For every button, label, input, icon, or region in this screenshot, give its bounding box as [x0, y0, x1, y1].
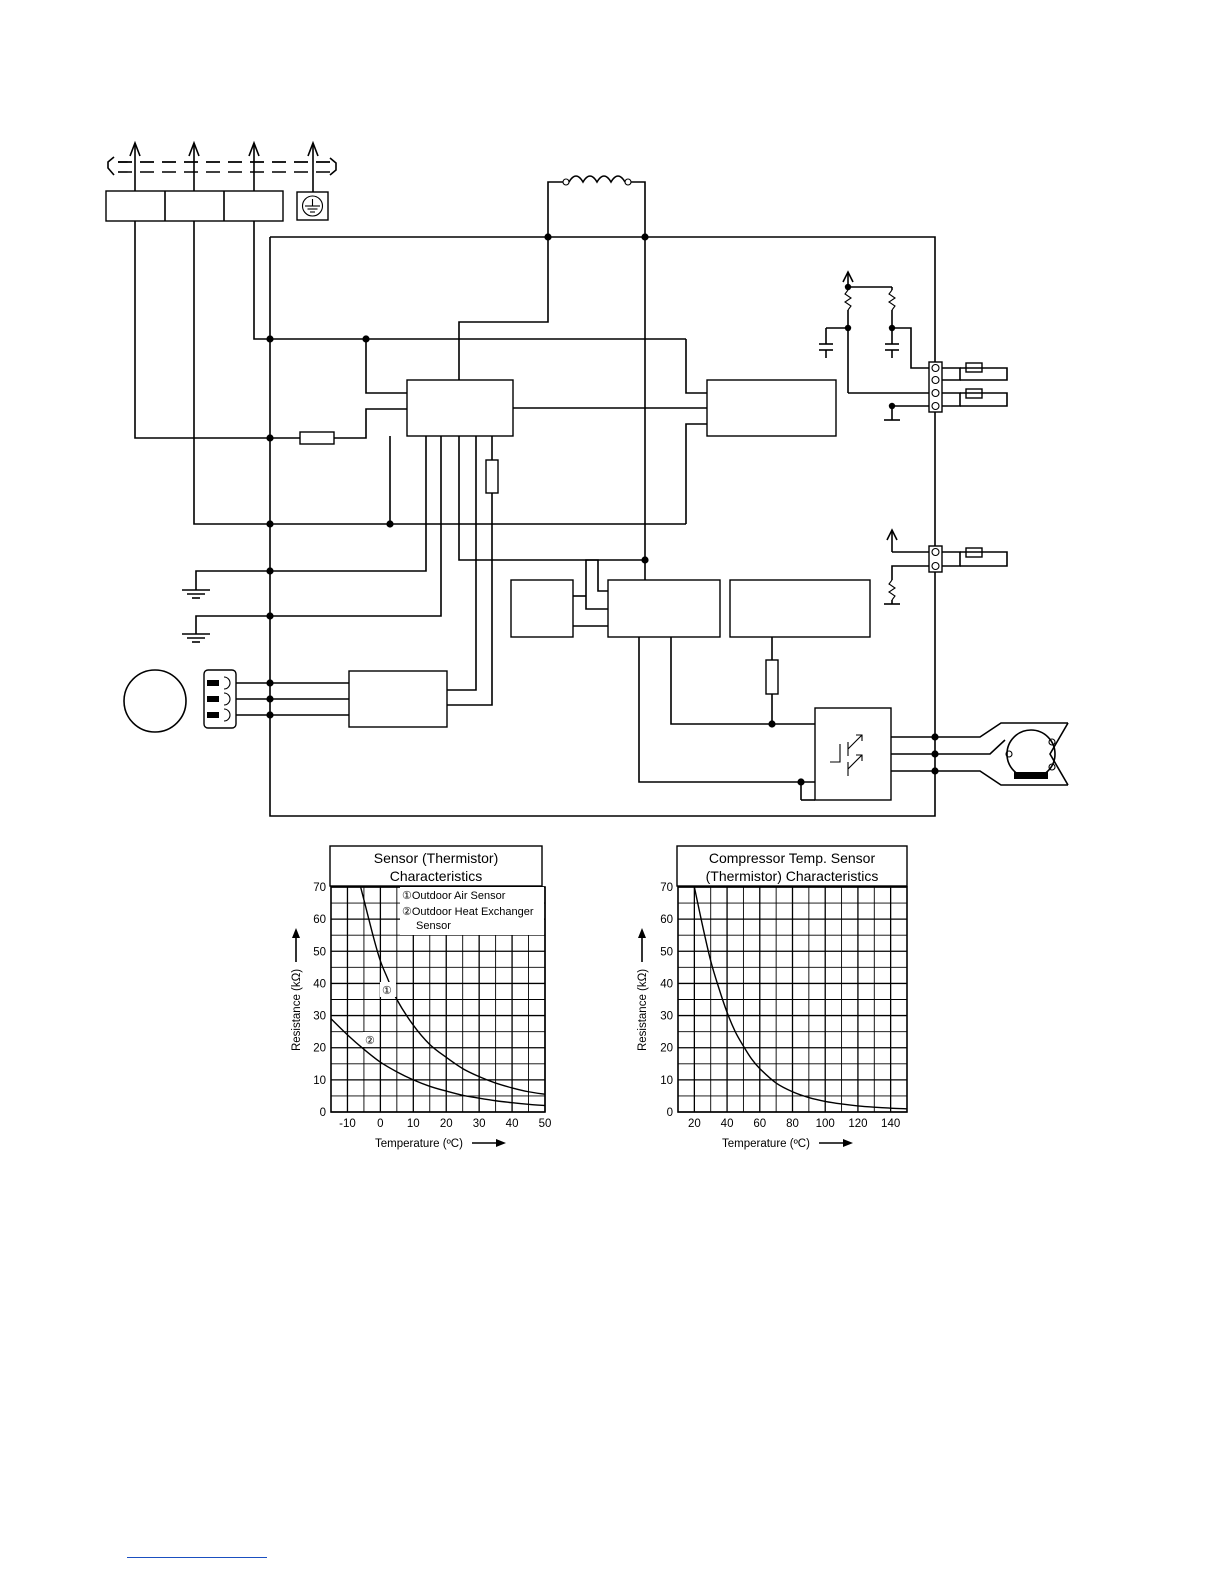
supply-wires	[134, 221, 270, 525]
chart1-ticks: -10 0 10 20 30 40 50 0 10 20 30 40 50 60 70	[313, 882, 551, 1130]
chart2-xtick-label: 100	[816, 1118, 835, 1130]
chart1-xtick-label: 0	[377, 1118, 383, 1130]
chart1-legend-1: ①Outdoor Air Sensor	[402, 890, 506, 902]
chart1-title-line2: Characteristics	[390, 868, 483, 884]
chart2-ytick-label: 40	[660, 978, 673, 990]
chart1-ylabel-arrow	[292, 928, 300, 962]
compressor-thermistor-chart: Compressor Temp. Sensor (Thermistor) Cha…	[637, 845, 908, 1150]
chart2-ylabel: Resistance (kΩ)	[637, 969, 649, 1051]
chart2-xlabel: Temperature (ºC)	[722, 1138, 810, 1150]
chart1-legend-bg	[400, 887, 544, 935]
footer-rule	[127, 1557, 267, 1558]
power-wiring	[638, 637, 935, 801]
chart2-ytick-label: 60	[660, 914, 673, 926]
chart2-ytick-label: 10	[660, 1075, 673, 1087]
chart2-xtick-label: 60	[753, 1118, 766, 1130]
chart1-ylabel: Resistance (kΩ)	[291, 969, 303, 1051]
compressor-sensor-circuit	[884, 528, 1008, 605]
chart1-series-outdoor-air	[359, 886, 546, 1096]
module-center	[607, 579, 721, 638]
chart2-ytick-label: 20	[660, 1043, 673, 1055]
chart2-plot-frame	[677, 886, 908, 1113]
module-small	[510, 579, 574, 638]
chart1-xlabel: Temperature (ºC)	[375, 1138, 463, 1150]
chart1-xtick-label: 20	[440, 1118, 453, 1130]
chart1-ytick-label: 60	[313, 914, 326, 926]
chart2-title-line2: (Thermistor) Characteristics	[706, 868, 879, 884]
module-right	[706, 379, 837, 437]
chart2-xtick-label: 80	[786, 1118, 799, 1130]
chart2-ylabel-arrow	[638, 928, 646, 962]
chart2-ytick-label: 0	[667, 1107, 673, 1119]
control-module	[406, 379, 514, 437]
power-module	[814, 707, 892, 801]
chart2-title-box	[676, 845, 908, 887]
reactor-coil-icon	[547, 175, 646, 237]
chart2-ticks: 20 40 60 80 100 120 140 0 10 20 30 40 50 60 70	[660, 882, 900, 1130]
chart1-title-line1: Sensor (Thermistor)	[374, 850, 498, 866]
chart1-ytick-label: 30	[313, 1011, 326, 1023]
resistor-icon	[765, 659, 779, 695]
chart2-series-compressor	[693, 886, 908, 1110]
fuse-icon	[299, 431, 335, 445]
cable-arrows	[129, 140, 319, 192]
power-cable-bracket	[107, 156, 337, 176]
ground-icon	[182, 615, 270, 643]
chart2-xlabel-arrow	[819, 1139, 853, 1147]
chart1-title-box	[329, 845, 543, 887]
chart1-legend-2: ②Outdoor Heat Exchanger	[402, 906, 534, 918]
resistor-icon	[485, 459, 499, 494]
chart1-ytick-label: 50	[313, 946, 326, 958]
chart2-xtick-label: 20	[688, 1118, 701, 1130]
chart1-series-heat-exchanger	[330, 1018, 546, 1107]
chart1-xtick-label: 50	[539, 1118, 552, 1130]
chart1-ytick-label: 40	[313, 978, 326, 990]
compressor-icon	[935, 722, 1069, 786]
chart1-legend-2-cont: Sensor	[416, 920, 451, 932]
chart1-xlabel-arrow	[472, 1139, 506, 1147]
chart2-xtick-label: 140	[881, 1118, 900, 1130]
chart2-grid	[677, 886, 908, 1113]
chart1-ytick-label: 70	[313, 882, 326, 894]
fan-motor-icon	[123, 669, 349, 733]
chart1-ytick-label: 10	[313, 1075, 326, 1087]
chart2-xtick-label: 40	[721, 1118, 734, 1130]
chart2-xtick-label: 120	[848, 1118, 867, 1130]
fan-driver-module	[348, 670, 448, 728]
pcb-outline	[269, 236, 936, 817]
outdoor-unit-wiring-diagram	[105, 140, 1069, 817]
junction-dots	[266, 233, 939, 786]
chart1-xtick-label: 30	[473, 1118, 486, 1130]
chart1-xtick-label: -10	[339, 1118, 356, 1130]
earth-terminal-icon	[296, 191, 329, 221]
chart1-marker-1: ①	[382, 985, 392, 997]
component-boxes	[348, 379, 892, 801]
terminal-block	[105, 190, 284, 222]
chart2-ytick-label: 70	[660, 882, 673, 894]
chart2-title-line1: Compressor Temp. Sensor	[709, 850, 876, 866]
sensor-circuit	[819, 270, 1008, 421]
chart1-xtick-label: 10	[407, 1118, 420, 1130]
chart1-xtick-label: 40	[506, 1118, 519, 1130]
chart2-ytick-label: 50	[660, 946, 673, 958]
chart1-ytick-label: 0	[320, 1107, 326, 1119]
chart1-ytick-label: 20	[313, 1043, 326, 1055]
chart2-ytick-label: 30	[660, 1011, 673, 1023]
chart1-marker-2: ②	[365, 1035, 375, 1047]
internal-wiring	[270, 237, 707, 706]
sensor-thermistor-chart: Sensor (Thermistor) Characteristics ①Out…	[291, 845, 551, 1150]
module-right-lower	[729, 579, 871, 638]
ground-icon	[182, 570, 270, 599]
